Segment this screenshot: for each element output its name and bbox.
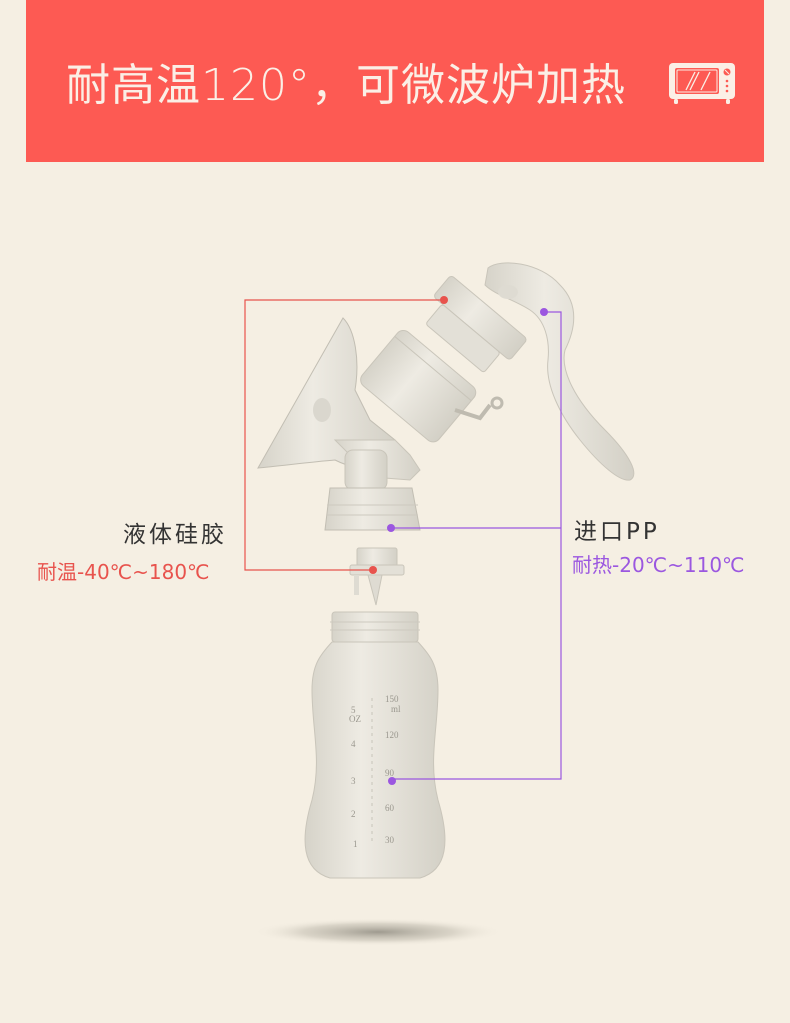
svg-text:90: 90: [385, 768, 395, 778]
svg-text:5: 5: [351, 705, 356, 715]
svg-text:3: 3: [351, 776, 356, 786]
silicone-temp-range: 耐温-40℃~180℃: [37, 560, 210, 584]
silicone-label: 液体硅胶: [123, 522, 227, 548]
ground-shadow: [253, 918, 503, 946]
banner-title: 耐高温120°，可微波炉加热: [66, 60, 626, 111]
pp-callout-lines: [387, 308, 562, 785]
svg-text:OZ: OZ: [349, 714, 361, 724]
svg-text:2: 2: [351, 809, 356, 819]
svg-text:120: 120: [385, 730, 399, 740]
bottle-connector: [324, 487, 421, 531]
pp-temp-range: 耐热-20℃~110℃: [572, 553, 745, 577]
silicone-callout-lines: [244, 296, 448, 574]
microwave-icon: [669, 63, 735, 104]
svg-text:1: 1: [353, 839, 358, 849]
valve-lever: [454, 403, 492, 421]
header-banner: 耐高温120°，可微波炉加热: [26, 0, 764, 162]
pump-neck: [344, 449, 388, 491]
svg-text:ml: ml: [391, 704, 401, 714]
pump-handle: [484, 262, 635, 481]
diaphragm-housing: [360, 329, 477, 443]
svg-text:150: 150: [385, 694, 399, 704]
feeding-bottle: 150 ml 120 90 60 30 5 OZ 4 3 2 1: [304, 611, 446, 879]
breast-shield: [257, 317, 396, 471]
svg-text:60: 60: [385, 803, 395, 813]
valve-cap: [426, 276, 527, 373]
svg-text:30: 30: [385, 835, 395, 845]
pp-label: 进口PP: [574, 519, 660, 545]
svg-text:4: 4: [351, 739, 356, 749]
duckbill-valve: [349, 547, 405, 606]
